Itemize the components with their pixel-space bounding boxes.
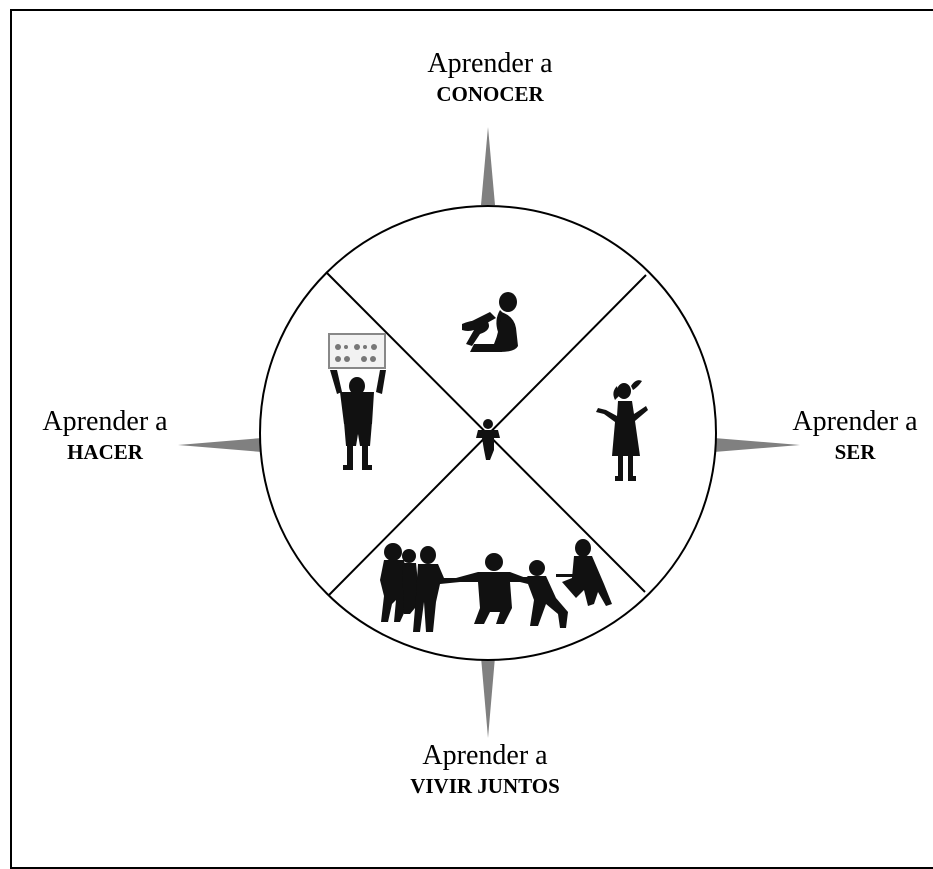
label-bottom-word: VIVIR JUNTOS	[410, 774, 560, 799]
child-reading-silhouette-icon	[462, 292, 518, 352]
label-left-prefix: Aprender a	[42, 406, 168, 437]
label-aprender-ser: Aprender a SER	[770, 406, 933, 465]
pointer-top	[481, 127, 495, 205]
label-aprender-conocer: Aprender a CONOCER	[390, 48, 590, 107]
label-bottom-prefix: Aprender a	[422, 740, 548, 771]
label-aprender-hacer: Aprender a HACER	[20, 406, 190, 465]
child-holding-sign-silhouette-icon	[328, 333, 386, 470]
label-top-word: CONOCER	[436, 82, 544, 107]
label-left-word: HACER	[67, 440, 143, 465]
children-dancing-in-circle-silhouette-icon	[380, 539, 612, 632]
pointer-bottom	[481, 657, 495, 738]
label-top-prefix: Aprender a	[427, 48, 553, 79]
label-right-prefix: Aprender a	[792, 406, 918, 437]
compass-diagram	[178, 127, 800, 738]
small-person-silhouette-icon	[476, 419, 500, 460]
label-aprender-vivir-juntos: Aprender a VIVIR JUNTOS	[360, 740, 610, 799]
girl-shrugging-silhouette-icon	[596, 380, 648, 481]
pointer-right	[714, 438, 800, 452]
label-right-word: SER	[834, 440, 876, 465]
pointer-left	[178, 438, 262, 452]
